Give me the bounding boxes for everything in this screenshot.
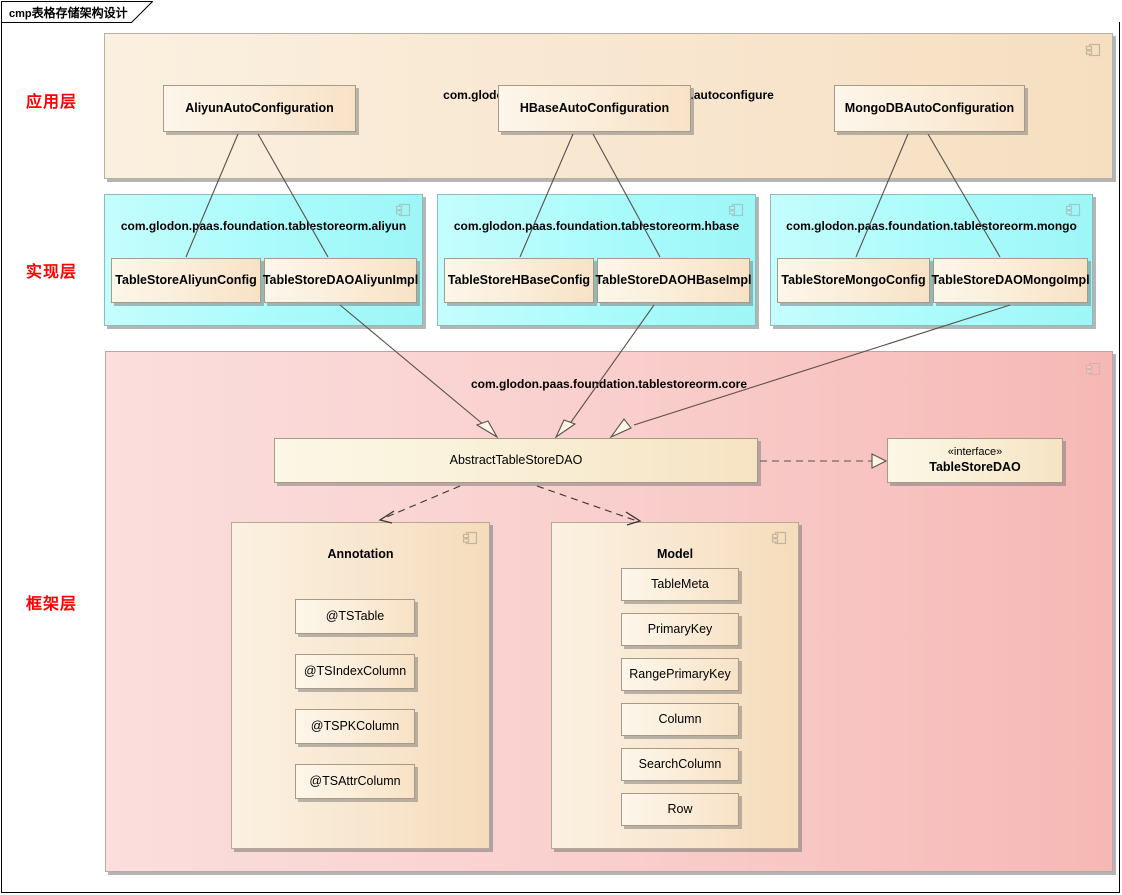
component-icon [1065,203,1081,217]
component-label: TableStoreDAOAliyunImpl [262,272,419,287]
interface-label: TableStoreDAO [929,459,1021,474]
diagram-frame-tab: cmp表格存储架构设计 [1,1,153,23]
component-label: HBaseAutoConfiguration [519,100,670,115]
package-annotation-title: Annotation [327,547,394,561]
layer-label-implementation: 实现层 [26,264,78,281]
layer-label-application: 应用层 [26,94,78,111]
component-icon [771,531,787,545]
component-tablestore-hbase-config[interactable]: TableStoreHBaseConfig [444,258,594,303]
component-label: RangePrimaryKey [629,666,731,681]
component-row[interactable]: Row [621,793,739,826]
component-column[interactable]: Column [621,703,739,736]
component-label: @TSTable [325,608,385,623]
component-range-primary-key[interactable]: RangePrimaryKey [621,658,739,691]
package-aliyun-title: com.glodon.paas.foundation.tablestoreorm… [120,219,407,233]
component-label: @TSAttrColumn [309,773,401,788]
component-ts-attr-column-annotation[interactable]: @TSAttrColumn [295,764,415,799]
component-search-column[interactable]: SearchColumn [621,748,739,781]
component-aliyun-auto-configuration[interactable]: AliyunAutoConfiguration [163,85,356,132]
interface-stereotype: «interface» [947,445,1003,458]
layer-label-framework: 框架层 [26,596,78,613]
component-icon [395,203,411,217]
package-model-title: Model [656,547,694,561]
package-core-title: com.glodon.paas.foundation.tablestoreorm… [470,377,748,391]
frame-tab-shape-icon [1,1,153,23]
component-ts-pk-column-annotation[interactable]: @TSPKColumn [295,709,415,744]
component-hbase-auto-configuration[interactable]: HBaseAutoConfiguration [498,85,691,132]
component-label: @TSPKColumn [310,718,400,733]
component-mongodb-auto-configuration[interactable]: MongoDBAutoConfiguration [834,85,1025,132]
component-ts-table-annotation[interactable]: @TSTable [295,599,415,634]
component-label: PrimaryKey [647,621,713,636]
component-label: TableStoreDAOHBaseImpl [595,272,752,287]
component-table-meta[interactable]: TableMeta [621,568,739,601]
component-tablestore-dao-aliyun-impl[interactable]: TableStoreDAOAliyunImpl [262,258,419,303]
component-ts-index-column-annotation[interactable]: @TSIndexColumn [295,654,415,689]
component-tablestore-dao-hbase-impl[interactable]: TableStoreDAOHBaseImpl [595,258,752,303]
component-abstract-tablestore-dao[interactable]: AbstractTableStoreDAO [274,438,758,483]
component-tablestore-aliyun-config[interactable]: TableStoreAliyunConfig [111,258,261,303]
component-icon [462,531,478,545]
component-tablestore-mongo-config[interactable]: TableStoreMongoConfig [777,258,930,303]
component-label: AbstractTableStoreDAO [449,452,583,467]
component-label: Column [658,711,702,726]
component-icon [1085,362,1101,376]
component-label: @TSIndexColumn [303,663,407,678]
component-tablestore-dao-mongo-impl[interactable]: TableStoreDAOMongoImpl [931,258,1090,303]
frame-keyword: cmp [9,8,32,20]
component-icon [1085,43,1101,57]
component-label: TableMeta [651,576,709,591]
package-hbase-title: com.glodon.paas.foundation.tablestoreorm… [453,219,740,233]
component-label: AliyunAutoConfiguration [185,100,334,115]
component-label: TableStoreHBaseConfig [447,272,591,287]
component-label: TableStoreMongoConfig [781,272,926,287]
component-label: Row [667,801,693,816]
component-label: SearchColumn [638,756,722,771]
component-label: TableStoreDAOMongoImpl [931,272,1090,287]
package-mongo-title: com.glodon.paas.foundation.tablestoreorm… [786,219,1077,233]
component-label: MongoDBAutoConfiguration [844,100,1015,115]
component-icon [728,203,744,217]
frame-title-text: 表格存储架构设计 [31,6,128,20]
component-label: TableStoreAliyunConfig [115,272,257,287]
component-primary-key[interactable]: PrimaryKey [621,613,739,646]
diagram-title: cmp表格存储架构设计 [9,4,128,21]
component-tablestore-dao-interface[interactable]: «interface» TableStoreDAO [887,438,1063,483]
